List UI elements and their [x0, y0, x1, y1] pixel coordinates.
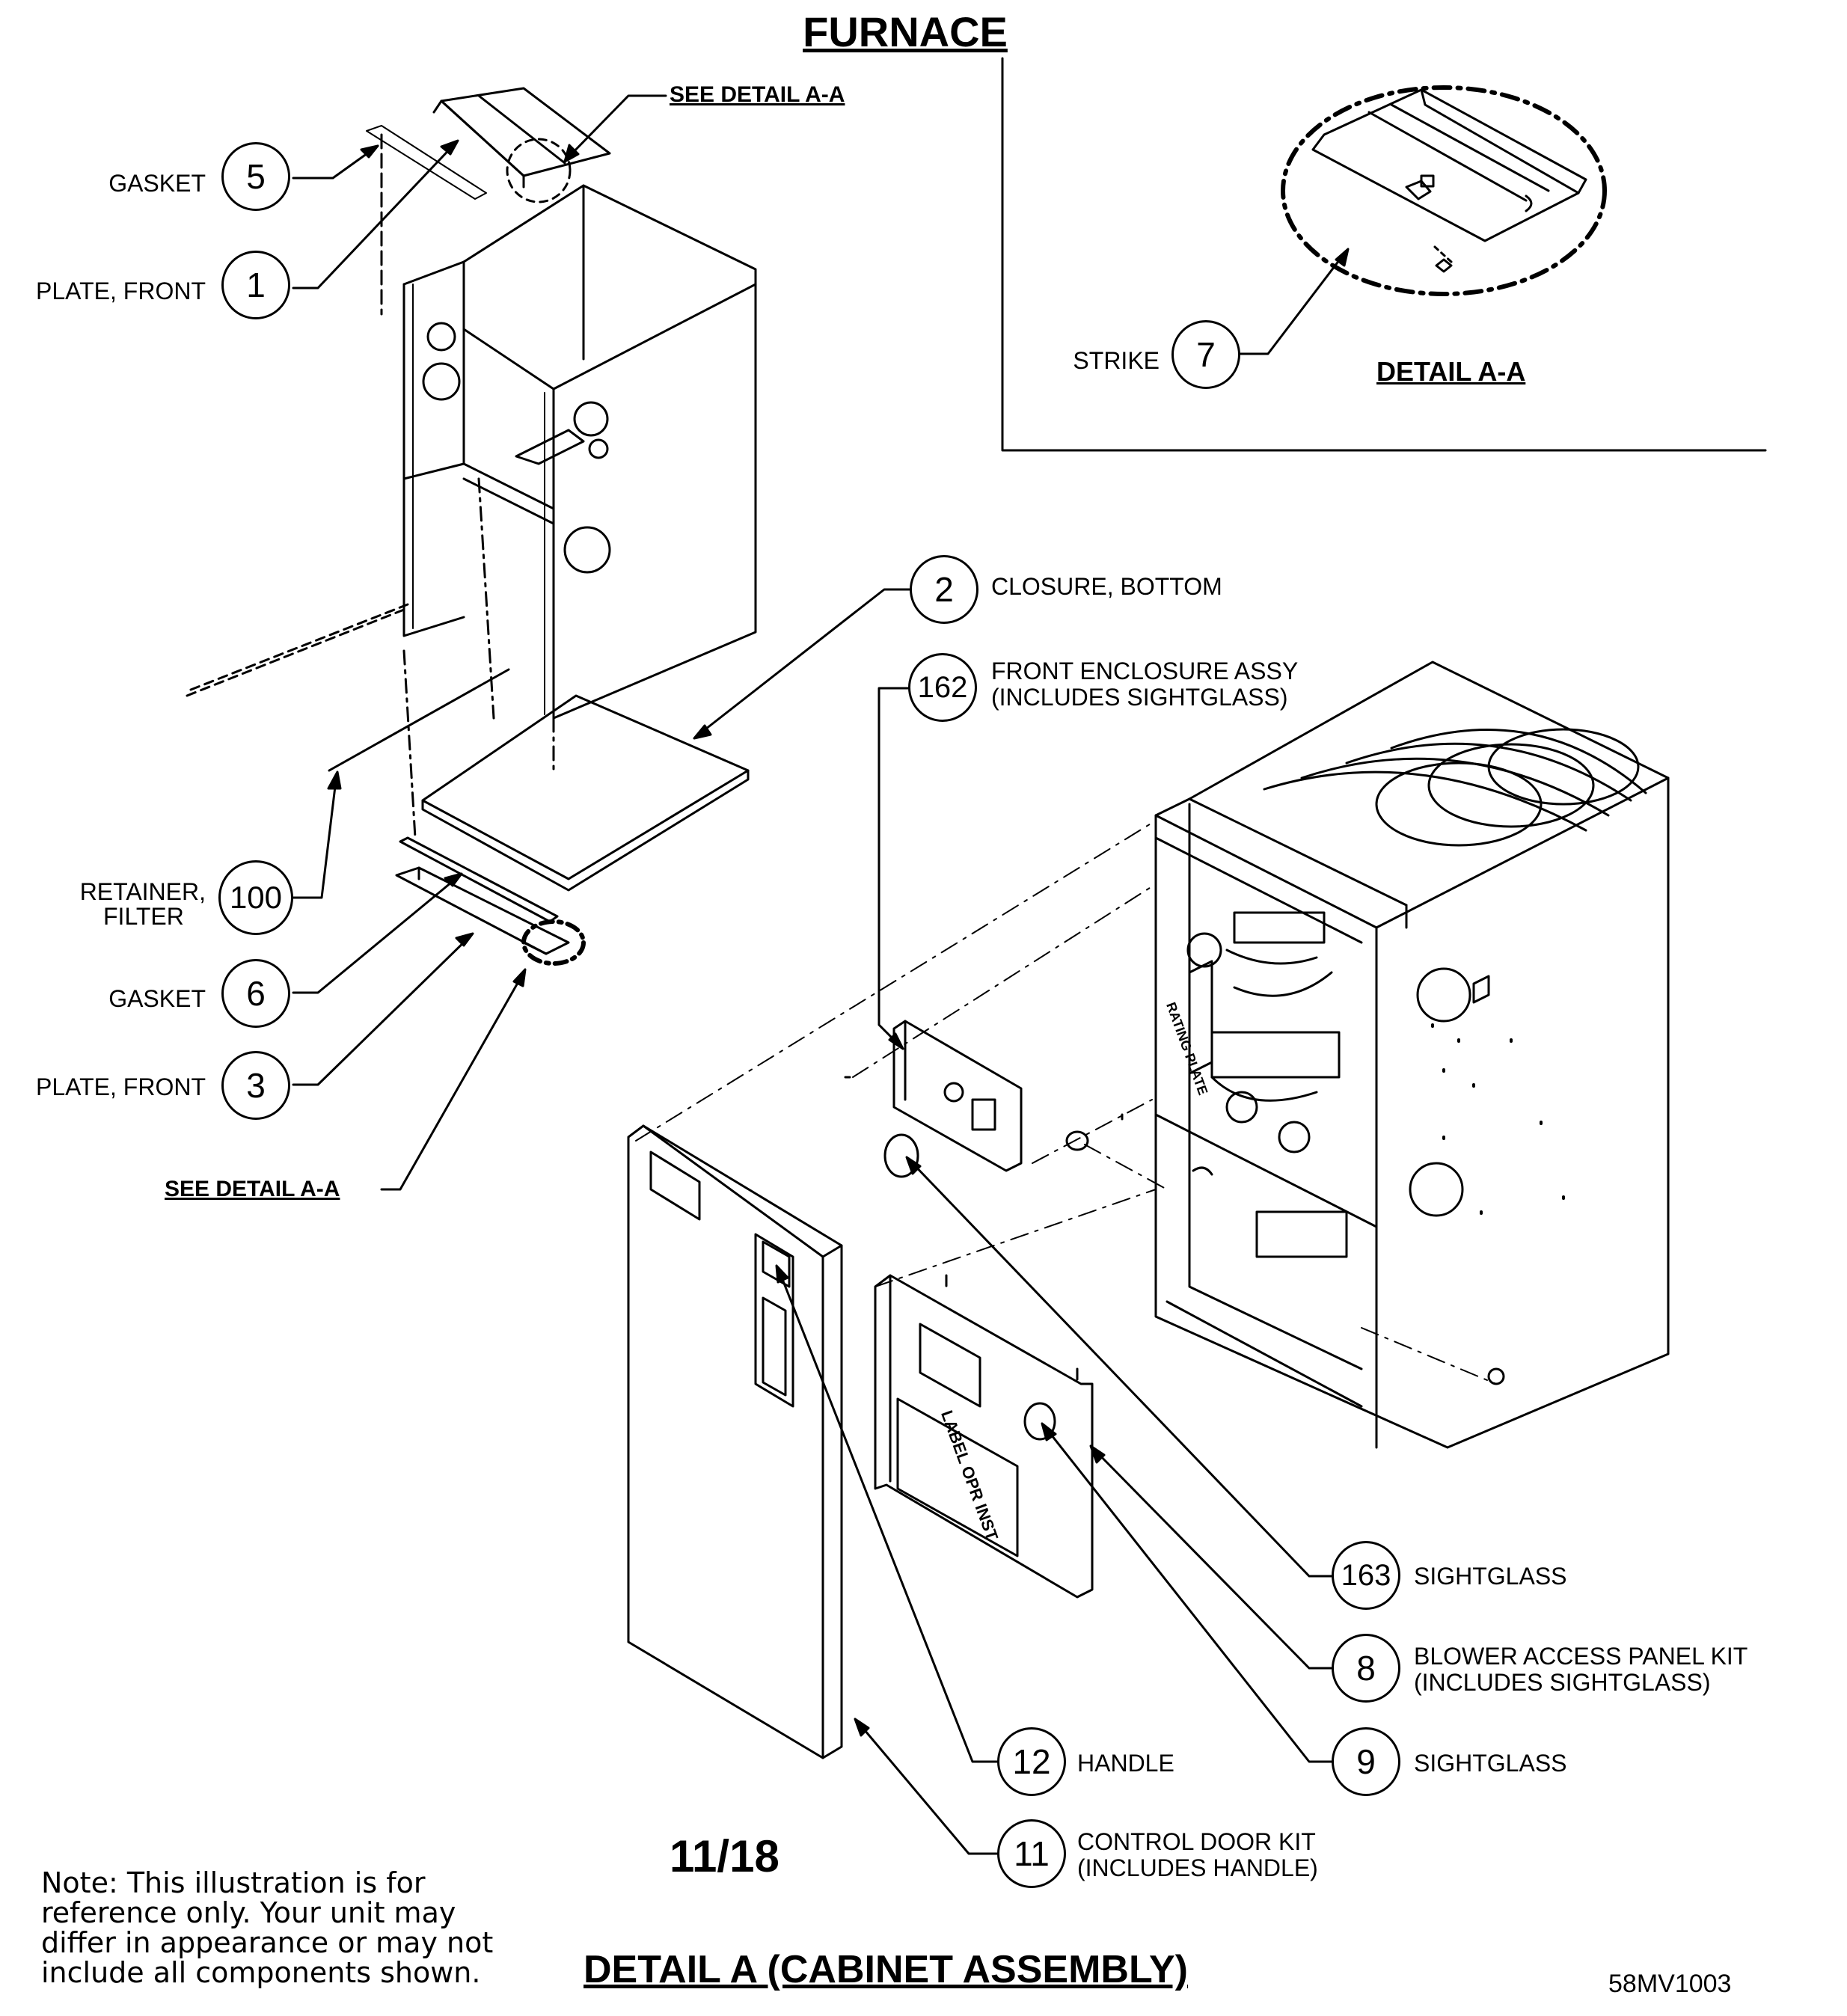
footer-title: DETAIL A (CABINET ASSEMBLY)	[583, 1948, 1188, 1991]
callout-number: 162	[908, 653, 977, 722]
callout-label: STRIKE	[1073, 347, 1160, 374]
note-line: Note: This illustration is for	[41, 1866, 426, 1899]
see-detail-link-bottom: SEE DETAIL A-A	[165, 1177, 340, 1201]
callout-label: BLOWER ACCESS PANEL KIT	[1414, 1643, 1748, 1670]
front-enclosure-panel	[844, 1020, 1124, 1178]
note-line: differ in appearance or may not	[41, 1926, 494, 1959]
callout-label: PLATE, FRONT	[36, 1073, 206, 1100]
callout-label: GASKET	[108, 170, 206, 197]
callout-number: 11	[997, 1819, 1066, 1888]
note-line: include all components shown.	[41, 1956, 481, 1989]
see-detail-link-top: SEE DETAIL A-A	[670, 82, 845, 107]
callout-number: 100	[218, 860, 293, 935]
callout-label-line2: (INCLUDES SIGHTGLASS)	[1414, 1669, 1711, 1696]
leader-lines	[292, 94, 1350, 1855]
revision-date: 11/18	[670, 1831, 779, 1881]
detail-aa-drawing	[1281, 85, 1607, 296]
callout-label: CLOSURE, BOTTOM	[991, 573, 1222, 600]
detail-frame	[1001, 57, 1767, 452]
disclaimer-note: Note: This illustration is for reference…	[41, 1868, 493, 1988]
callout-number: 5	[221, 142, 290, 211]
callout-label-line2: (INCLUDES HANDLE)	[1077, 1854, 1318, 1881]
detail-aa-heading: DETAIL A-A	[1376, 356, 1526, 387]
callout-number: 7	[1171, 320, 1240, 389]
callout-label: PLATE, FRONT	[36, 278, 206, 304]
model-code: 58MV1003	[1608, 1970, 1732, 1998]
callout-number: 3	[221, 1051, 290, 1120]
callout-label: SIGHTGLASS	[1414, 1563, 1567, 1590]
callout-label: GASKET	[108, 985, 206, 1012]
callout-number: 1	[221, 251, 290, 319]
control-door-panel	[627, 1124, 843, 1759]
furnace-body	[1154, 661, 1670, 1449]
callout-number: 163	[1332, 1541, 1400, 1610]
upper-cabinet	[186, 87, 757, 966]
callout-label-line2: FILTER	[103, 903, 184, 930]
callout-number: 6	[221, 959, 290, 1028]
callout-number: 9	[1332, 1727, 1400, 1796]
page-title: FURNACE	[803, 8, 1008, 55]
callout-number: 12	[997, 1727, 1066, 1796]
callout-label: SIGHTGLASS	[1414, 1750, 1567, 1777]
callout-number: 2	[910, 555, 978, 624]
callout-label: RETAINER,	[79, 878, 206, 905]
callout-label: FRONT ENCLOSURE ASSY	[991, 658, 1299, 684]
callout-label-line2: (INCLUDES SIGHTGLASS)	[991, 684, 1288, 711]
callout-number: 8	[1332, 1634, 1400, 1703]
note-line: reference only. Your unit may	[41, 1896, 456, 1929]
callout-label: HANDLE	[1077, 1750, 1174, 1777]
projection-lines	[635, 822, 1497, 1385]
callout-label: CONTROL DOOR KIT	[1077, 1828, 1316, 1855]
blower-access-panel	[874, 1274, 1094, 1599]
